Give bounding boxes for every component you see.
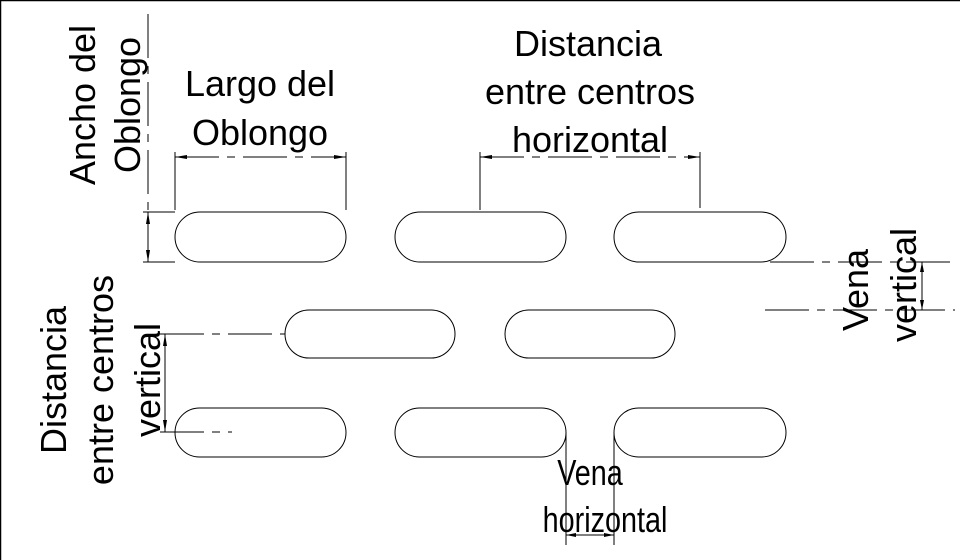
ancho-dimension	[143, 14, 175, 263]
label-distancia-horizontal: Distancia entre centros horizontal	[485, 23, 695, 160]
oblong-hole	[613, 407, 787, 458]
label-line: Largo del	[185, 63, 335, 104]
label-line: Oblongo	[107, 37, 148, 173]
label-vena-horizontal: Vena horizontal	[543, 452, 668, 540]
label-line: horizontal	[543, 499, 668, 540]
label-line: entre centros	[80, 275, 121, 485]
label-line: Oblongo	[192, 112, 328, 153]
distancia-vertical-dimension	[160, 333, 285, 433]
oblong-hole	[394, 211, 567, 263]
label-line: Ancho del	[62, 25, 103, 185]
label-line: Vena	[835, 248, 876, 331]
label-line: vertical	[127, 323, 168, 437]
label-largo-del-oblongo: Largo del Oblongo	[185, 63, 335, 153]
largo-dimension	[174, 152, 347, 210]
label-ancho-del-oblongo: Ancho del Oblongo	[62, 25, 148, 185]
vena-vertical-dimension	[765, 261, 955, 311]
label-vena-vertical: Vena vertical	[835, 228, 924, 342]
oblong-hole	[394, 407, 567, 458]
distancia-horizontal-dimension	[479, 152, 701, 210]
oblong-holes	[174, 211, 787, 458]
label-line: Distancia	[33, 305, 74, 454]
label-line: vertical	[883, 228, 924, 342]
oblong-hole	[504, 309, 676, 359]
vena-horizontal-dimension	[565, 432, 615, 545]
label-line: Vena	[557, 452, 623, 493]
oblong-hole	[284, 309, 456, 359]
oblong-hole	[613, 211, 787, 263]
oblong-hole	[174, 211, 347, 263]
label-distancia-vertical: Distancia entre centros vertical	[33, 275, 168, 485]
label-line: Distancia	[514, 23, 663, 64]
label-line: entre centros	[485, 71, 695, 112]
label-line: horizontal	[512, 119, 668, 160]
